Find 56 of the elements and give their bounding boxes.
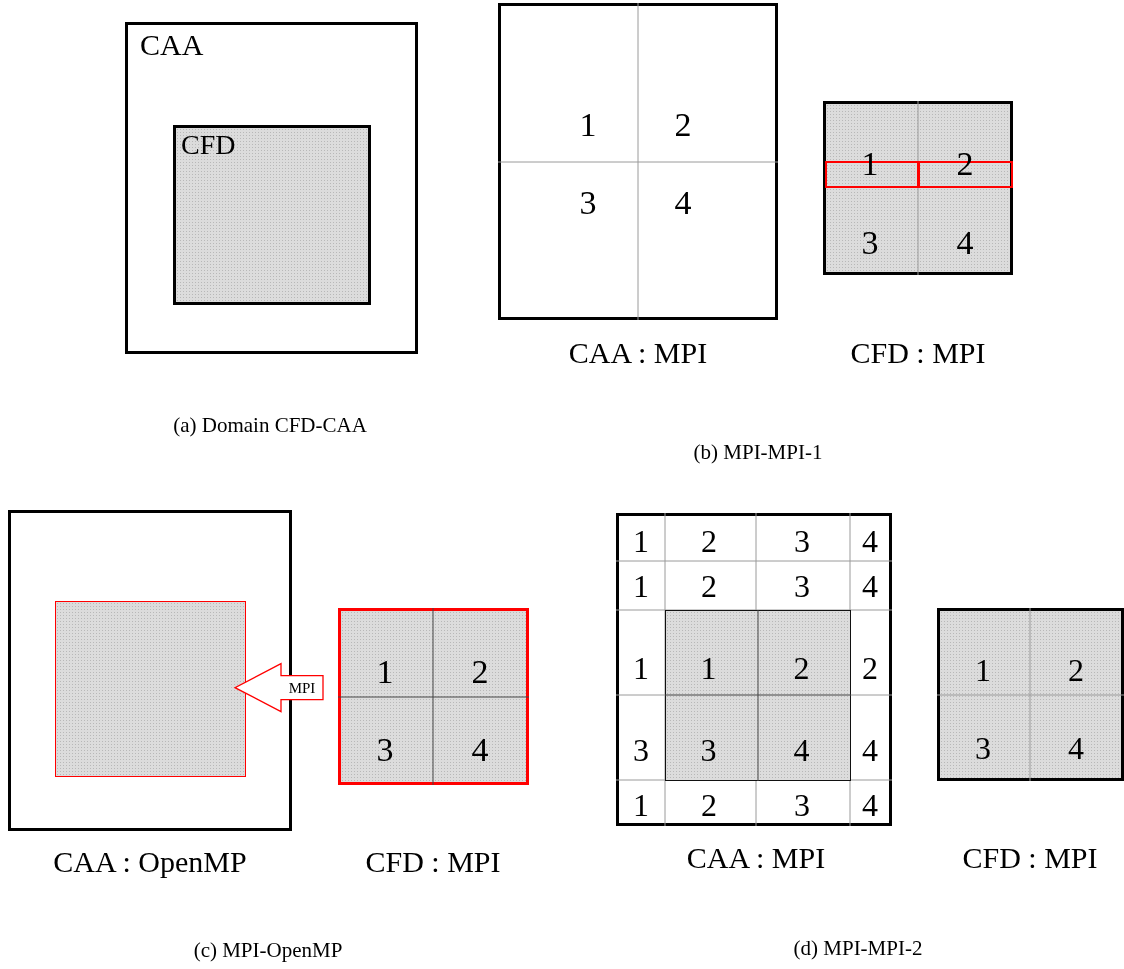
region-number: 2: [862, 652, 878, 684]
region-number: 3: [861, 226, 879, 260]
region-number: 1: [633, 570, 649, 602]
region-number: 1: [975, 654, 991, 686]
region-label: CAA: [140, 30, 204, 60]
region-number: 3: [975, 732, 991, 764]
region-number: 2: [1068, 654, 1084, 686]
region-number: 4: [1068, 732, 1084, 764]
panel-caption: CFD : MPI: [962, 843, 1098, 873]
region-number: 4: [956, 226, 974, 260]
region-number: 2: [793, 651, 810, 684]
region-label: CFD: [181, 131, 236, 159]
region-number: 2: [701, 570, 717, 602]
subfigure-caption: (b) MPI-MPI-1: [693, 441, 823, 463]
shaded-region: [665, 610, 851, 781]
region-number: 3: [579, 186, 597, 220]
shaded-region: [55, 601, 246, 777]
region-number: 1: [700, 651, 717, 684]
region-number: 1: [376, 655, 394, 689]
panel-caption: CFD : MPI: [850, 338, 986, 368]
region-number: 4: [471, 733, 489, 767]
shaded-domain: [173, 125, 371, 305]
region-number: 3: [794, 789, 810, 821]
region-number: 3: [700, 733, 717, 766]
region-number: 4: [674, 186, 692, 220]
region-number: 2: [701, 789, 717, 821]
region-number: 3: [794, 570, 810, 602]
subfigure-caption: (d) MPI-MPI-2: [793, 937, 923, 959]
region-number: 1: [633, 789, 649, 821]
region-number: 4: [862, 570, 878, 602]
domain-box: [125, 22, 418, 354]
subfigure-caption: (a) Domain CFD-CAA: [173, 414, 367, 436]
grid-box: [498, 3, 778, 320]
region-number: 4: [862, 789, 878, 821]
edge-label: MPI: [287, 680, 317, 696]
region-number: 1: [633, 652, 649, 684]
region-number: 4: [793, 733, 810, 766]
panel-caption: CFD : MPI: [365, 847, 501, 877]
panel-caption: CAA : MPI: [568, 338, 708, 368]
region-number: 4: [862, 734, 878, 766]
subfigure-caption: (c) MPI-OpenMP: [193, 939, 343, 961]
grid-box: [338, 608, 529, 785]
region-number: 1: [579, 108, 597, 142]
region-number: 3: [794, 525, 810, 557]
region-number: 3: [633, 734, 649, 766]
grid-box: [616, 513, 892, 826]
grid-box: [823, 101, 1013, 275]
region-number: 3: [376, 733, 394, 767]
region-number: 1: [633, 525, 649, 557]
panel-caption: CAA : MPI: [686, 843, 826, 873]
region-number: 2: [471, 655, 489, 689]
grid-box: [937, 608, 1124, 781]
region-number: 4: [862, 525, 878, 557]
panel-caption: CAA : OpenMP: [53, 847, 247, 877]
region-number: 2: [674, 108, 692, 142]
region-number: 2: [701, 525, 717, 557]
